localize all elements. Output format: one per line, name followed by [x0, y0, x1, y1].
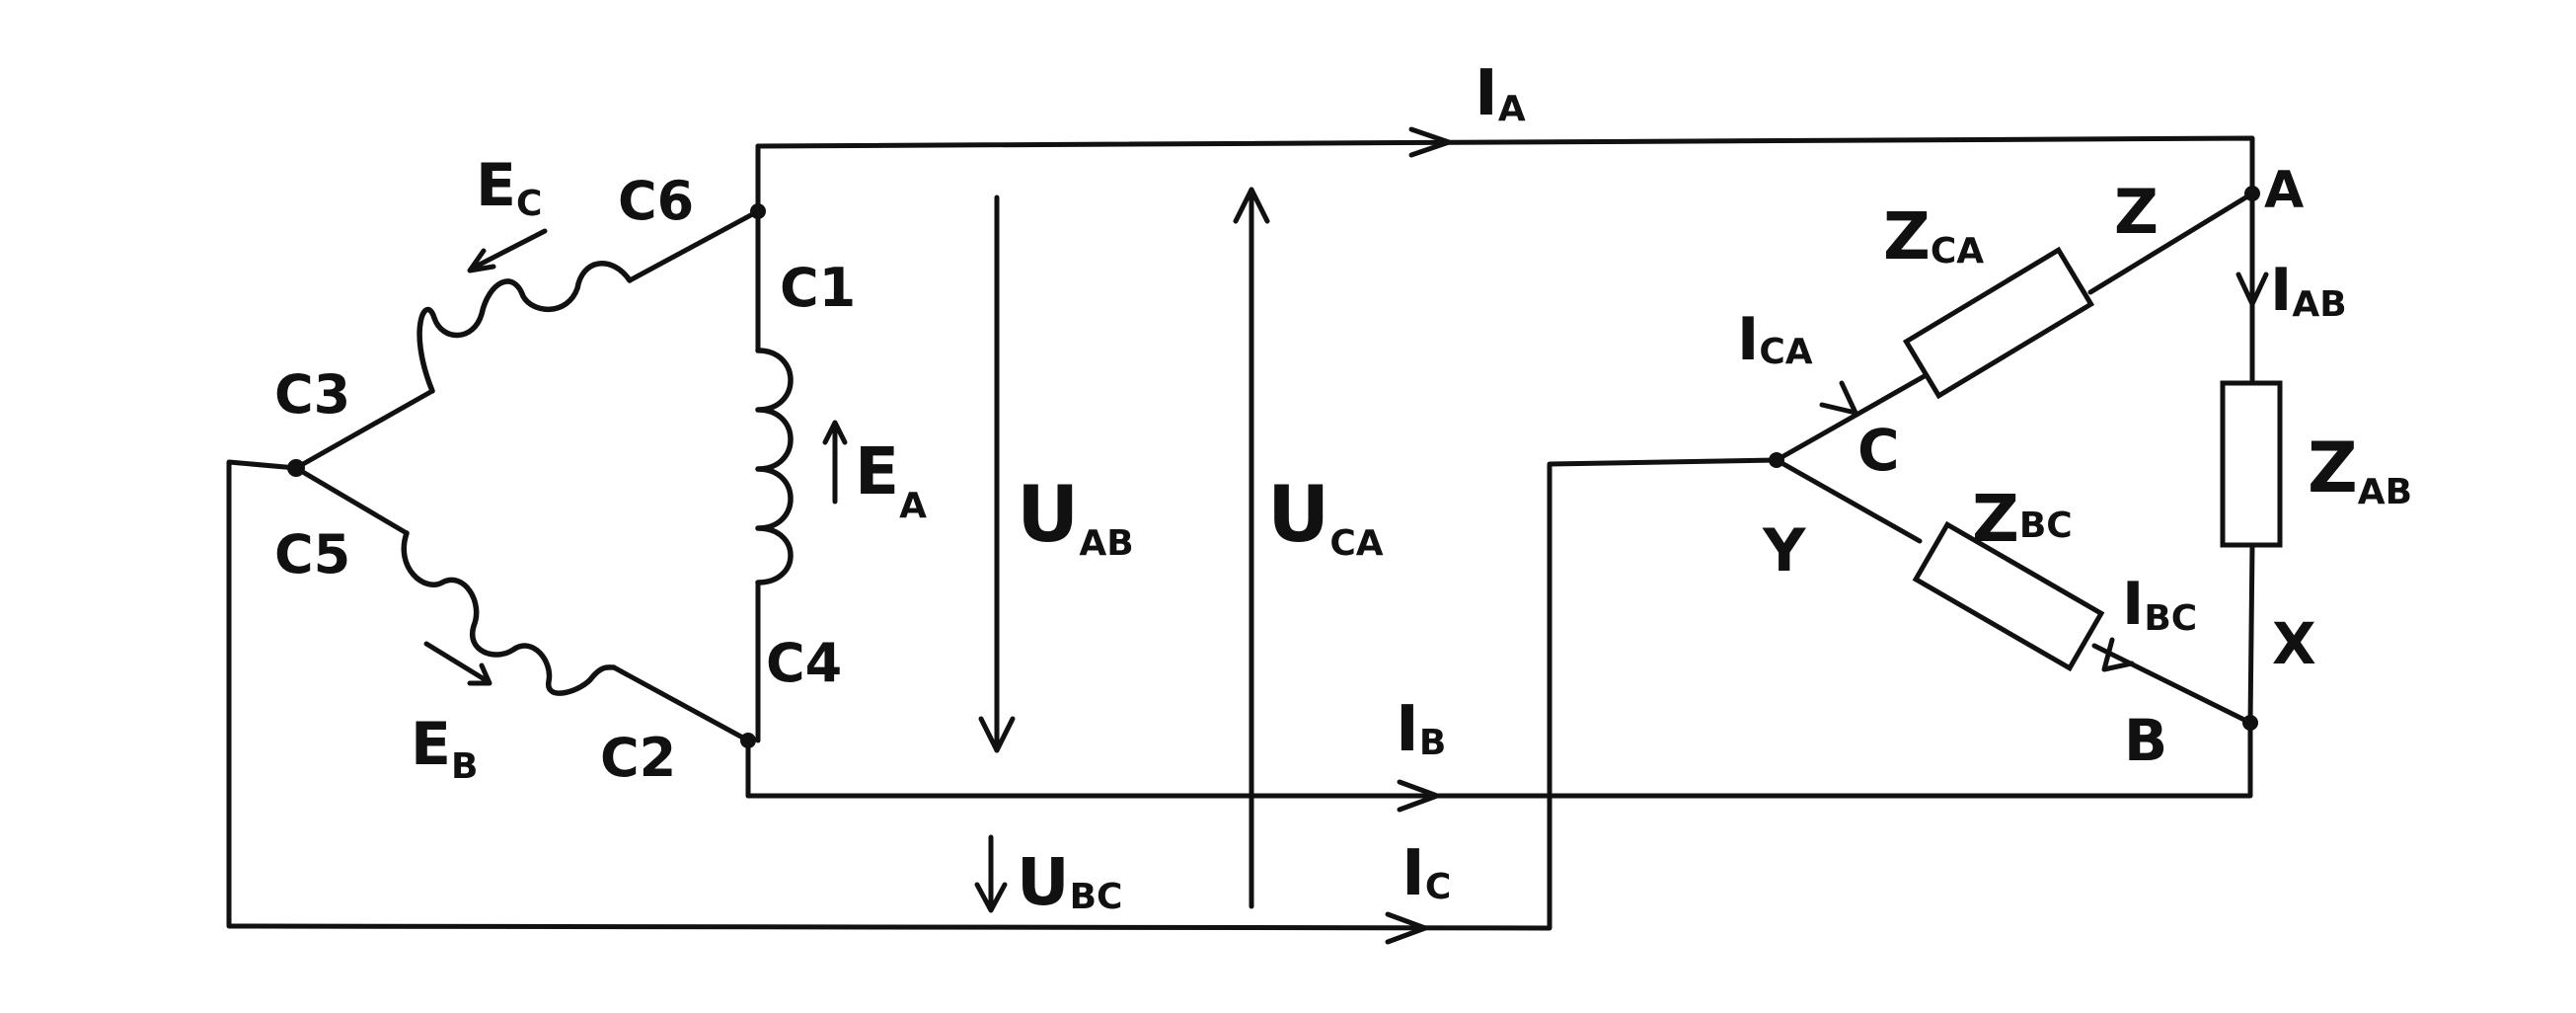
ec-arrow-head	[467, 248, 496, 273]
label-c5: C5	[274, 523, 350, 585]
ec-arrow-shaft	[469, 228, 548, 272]
zbc-resistor	[1912, 520, 2105, 672]
voltage-labels: UAB UCA UBC	[1017, 471, 1384, 920]
label-c2: C2	[600, 727, 676, 789]
ea-arrow-head	[822, 420, 848, 445]
label-ica: ICA	[1737, 305, 1813, 374]
label-c1: C1	[780, 257, 856, 319]
junction-nodes	[287, 186, 2260, 748]
zca-resistor	[1902, 246, 2095, 400]
label-node-b: B	[2124, 707, 2167, 774]
uca-arrow-head	[1233, 187, 1270, 224]
node-c2	[740, 733, 756, 748]
eb-arrow-shaft	[423, 641, 491, 684]
node-c3-c5	[287, 459, 305, 477]
ubc-arrow-head	[974, 882, 1008, 913]
c5-to-coil-b-wire	[293, 465, 410, 536]
label-ibc: IBC	[2122, 570, 2197, 639]
label-node-z: Z	[2114, 176, 2159, 248]
eb-arrow-head	[467, 662, 492, 686]
label-zca: ZCA	[1883, 198, 1984, 274]
label-eb: EB	[411, 710, 478, 787]
label-ib: IB	[1396, 693, 1446, 766]
node-y	[1769, 452, 1784, 468]
line-c-wire	[226, 457, 1780, 931]
ibc-arrow	[2101, 637, 2135, 672]
label-ea: EA	[855, 433, 927, 526]
label-node-x: X	[2272, 610, 2316, 677]
ib-arrow	[1397, 779, 1440, 813]
label-node-y: Y	[1762, 516, 1807, 585]
label-zbc: ZBC	[1972, 481, 2073, 557]
label-ia: IA	[1475, 57, 1526, 130]
label-uca: UCA	[1267, 471, 1384, 564]
zca-branch-wire	[1774, 191, 2255, 463]
label-ic: IC	[1402, 837, 1451, 910]
zab-bottom-lead	[2247, 542, 2255, 726]
zab-resistor	[2220, 380, 2283, 548]
line-b-wire	[745, 720, 2253, 799]
label-ec: EC	[476, 151, 542, 224]
emf-labels: EC EA EB	[411, 151, 927, 787]
label-zab: ZAB	[2308, 428, 2412, 512]
zbc-branch-wire	[1774, 457, 2253, 726]
label-c6: C6	[618, 170, 694, 232]
node-a	[2244, 186, 2260, 201]
label-uab: UAB	[1017, 471, 1134, 564]
current-labels: IA IB IC IAB ICA IBC	[1396, 57, 2347, 910]
uab-arrow-head	[978, 716, 1016, 753]
load-impedances	[1902, 246, 2283, 672]
label-c4: C4	[766, 632, 842, 694]
label-c3: C3	[274, 363, 350, 426]
node-b	[2242, 715, 2258, 731]
ia-arrow	[1408, 126, 1452, 158]
coil-ec	[417, 261, 633, 394]
c6-to-c1-wire	[627, 208, 761, 283]
label-iab: IAB	[2270, 256, 2347, 325]
c3-to-coil-c-wire	[293, 388, 435, 471]
label-ubc: UBC	[1017, 844, 1122, 920]
iab-arrow	[2235, 272, 2269, 307]
label-node-c: C	[1857, 417, 1900, 484]
source-windings	[401, 261, 794, 696]
coil-b-to-c2-wire	[611, 664, 751, 743]
arrows	[423, 126, 2269, 945]
load-node-labels: A Z C Y X B	[1762, 161, 2316, 774]
ic-arrow	[1385, 911, 1428, 945]
line-a-wire	[755, 135, 2255, 196]
wiring	[226, 135, 2255, 931]
impedance-labels: ZCA ZBC ZAB	[1883, 198, 2412, 557]
ica-arrow	[1819, 380, 1858, 416]
label-node-a: A	[2264, 161, 2304, 220]
coil-eb	[401, 530, 617, 696]
node-c1	[750, 203, 766, 219]
coil-ea	[755, 348, 794, 585]
terminal-labels: C6 C1 C3 C5 C4 C2	[274, 170, 856, 789]
